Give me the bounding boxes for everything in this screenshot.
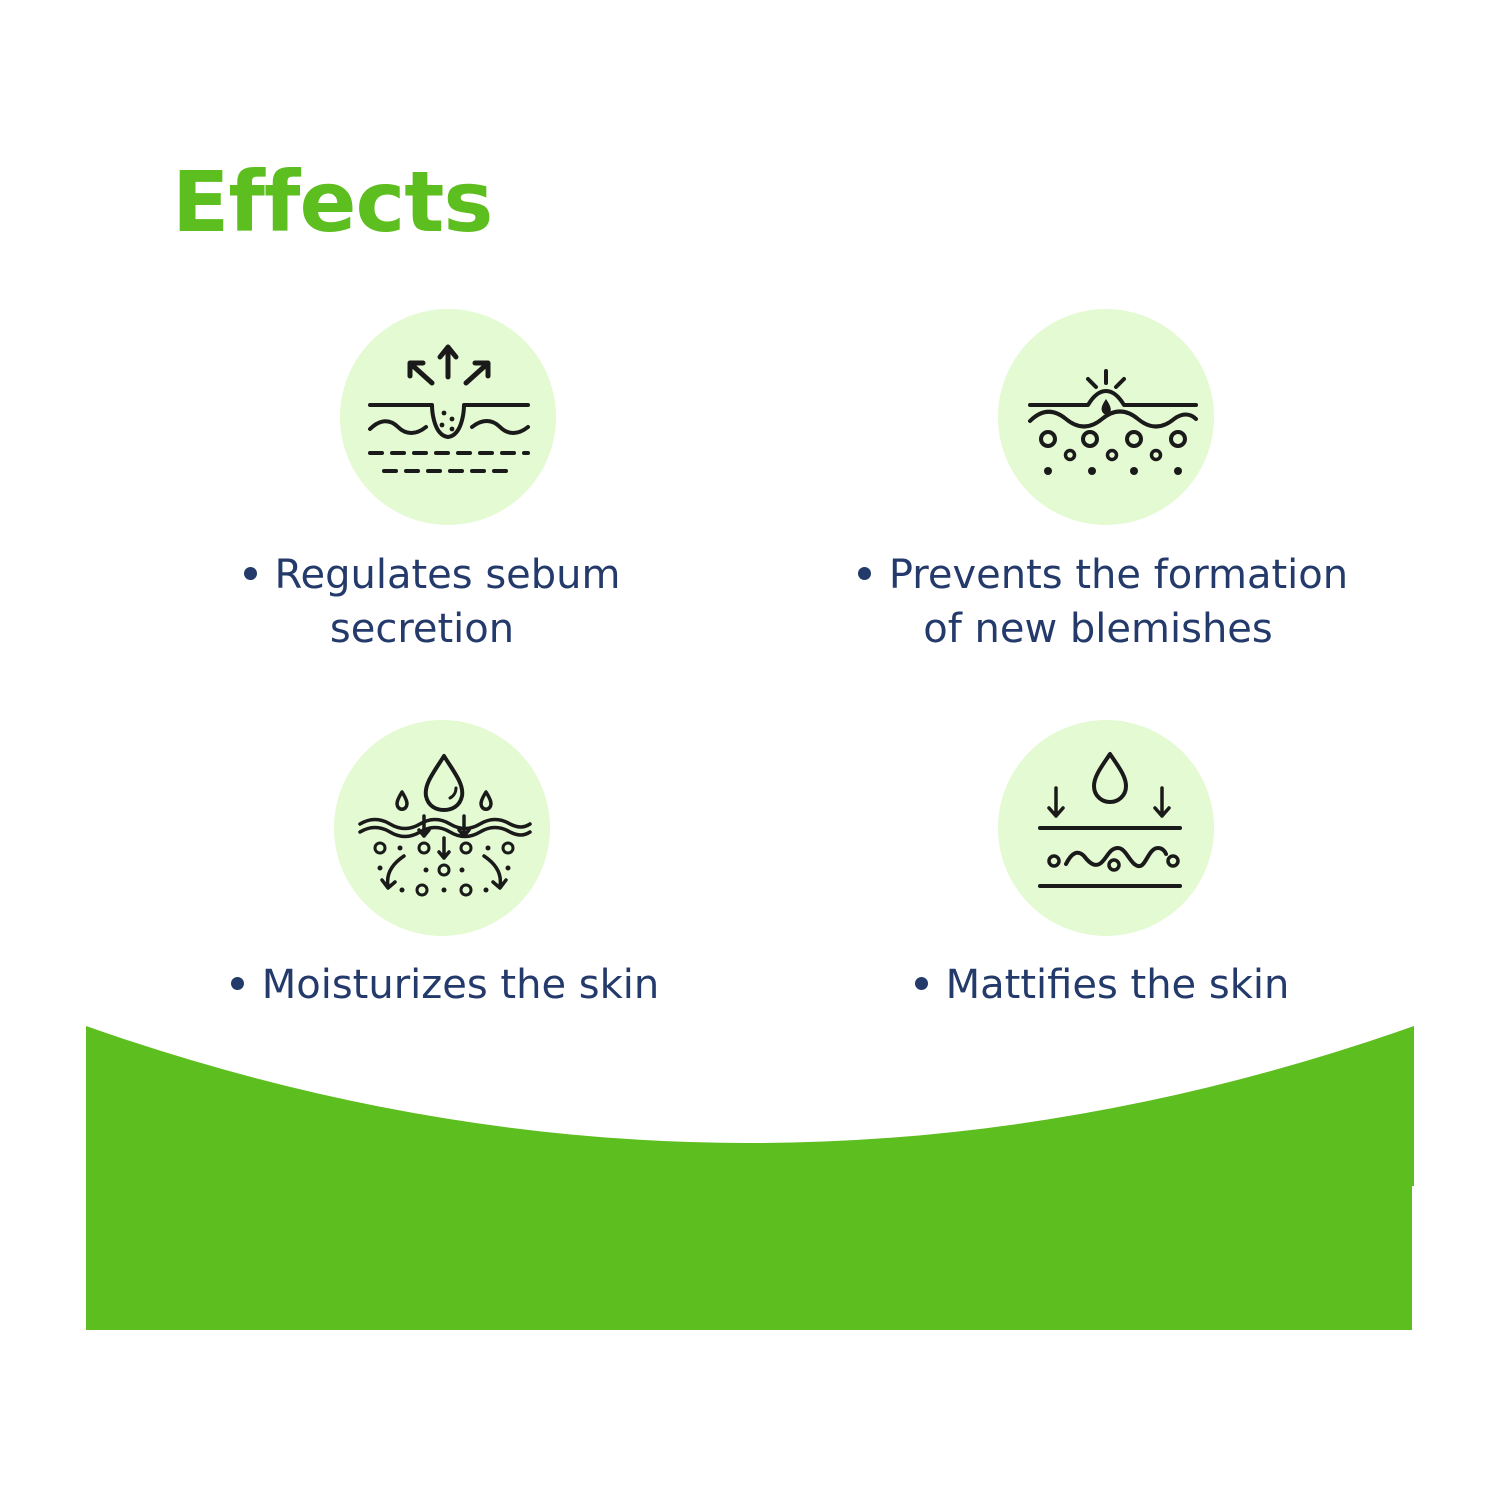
mattifying-icon <box>1038 752 1182 888</box>
section-title: Effects <box>172 153 493 251</box>
effect-caption-line: secretion <box>329 606 515 652</box>
effect-caption: Regulates sebum secretion <box>232 548 632 656</box>
effect-caption: Moisturizes the skin <box>220 958 670 1012</box>
bullet-dot <box>243 566 257 580</box>
effect-caption-line: of new blemishes <box>923 606 1273 652</box>
bullet-dot <box>914 976 928 990</box>
effect-caption: Prevents the formation of new blemishes <box>848 548 1358 656</box>
effect-icon-circle <box>334 720 550 936</box>
effect-caption-line: Moisturizes the skin <box>261 962 660 1008</box>
effect-caption-line: Prevents the formation <box>888 552 1349 598</box>
effect-icon-circle <box>998 720 1214 936</box>
effect-caption-line: Regulates sebum <box>274 552 621 598</box>
effect-icon-circle <box>998 309 1214 525</box>
effect-caption: Mattifies the skin <box>902 958 1302 1012</box>
skin-hydration-icon <box>358 754 532 897</box>
effect-icon-circle <box>340 309 556 525</box>
sebum-regulation-icon <box>368 344 530 473</box>
blemish-prevention-icon <box>1028 369 1198 475</box>
bullet-dot <box>230 976 244 990</box>
bullet-dot <box>857 566 871 580</box>
effect-caption-line: Mattifies the skin <box>945 962 1290 1008</box>
